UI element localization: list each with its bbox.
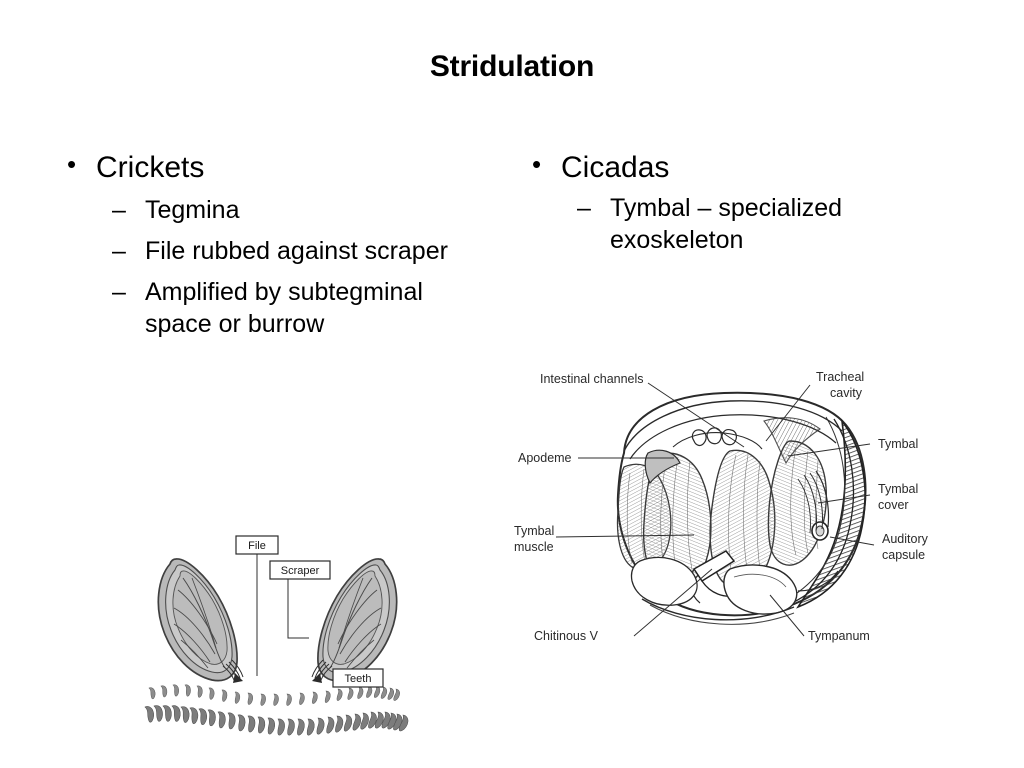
label-intestinal-channels: Intestinal channels: [540, 372, 644, 386]
label-tymbal-cover-line1: Tymbal: [878, 482, 918, 496]
teeth-label-text: Teeth: [345, 673, 372, 685]
teeth-lower-row-icon: [144, 703, 411, 737]
dash-icon: –: [112, 278, 126, 307]
bullet-cicadas: • Cicadas: [520, 149, 940, 185]
auditory-capsule-icon: [811, 521, 829, 541]
teeth-callout-label: Teeth: [332, 668, 384, 688]
cicada-tymbal-diagram: Intestinal channels Tracheal cavity Apod…: [498, 355, 1003, 655]
label-tymbal-muscle-line2: muscle: [514, 540, 554, 554]
bullet-dot-icon: •: [532, 149, 542, 179]
label-tymbal-cover-line2: cover: [878, 498, 909, 512]
label-auditory-capsule-line1: Auditory: [882, 532, 929, 546]
label-tracheal-cavity-line1: Tracheal: [816, 370, 864, 384]
dash-icon: –: [112, 196, 126, 225]
content-column-crickets: • Crickets – Tegmina – File rubbed again…: [55, 149, 485, 340]
scraper-callout-label: Scraper: [269, 560, 331, 580]
file-callout-label: File: [235, 535, 279, 555]
scraper-label-text: Scraper: [281, 565, 320, 577]
subbullet-amplified: – Amplified by subtegminal space or burr…: [55, 276, 485, 340]
content-column-cicadas: • Cicadas – Tymbal – specialized exoskel…: [520, 149, 940, 256]
subbullet-tegmina-label: Tegmina: [145, 196, 240, 225]
label-tympanum: Tympanum: [808, 629, 870, 643]
leader-lines: [555, 382, 875, 637]
label-chitinous-v: Chitinous V: [534, 629, 599, 643]
subbullet-tymbal: – Tymbal – specialized exoskeleton: [520, 192, 940, 256]
label-auditory-capsule-line2: capsule: [882, 548, 925, 562]
cricket-tegmina-diagram: File Scraper: [137, 520, 425, 752]
subbullet-file-scraper: – File rubbed against scraper: [55, 235, 485, 267]
label-tymbal-muscle-line1: Tymbal: [514, 524, 554, 538]
page-title: Stridulation: [429, 50, 595, 83]
bullet-dot-icon: •: [67, 149, 77, 179]
subbullet-tegmina: – Tegmina: [55, 194, 485, 226]
bullet-crickets: • Crickets: [55, 149, 485, 185]
right-tegmen-icon: [311, 558, 398, 683]
label-tymbal: Tymbal: [878, 437, 918, 451]
file-label-text: File: [248, 540, 266, 552]
tymbal-icon: [797, 470, 830, 534]
subbullet-amplified-label: Amplified by subtegminal space or burrow: [145, 278, 423, 339]
intestinal-channel-lobes-icon: [672, 427, 763, 450]
abdomen-cross-section-icon: [616, 391, 867, 625]
left-tegmen-icon: [157, 558, 244, 683]
label-apodeme: Apodeme: [518, 451, 572, 465]
dash-icon: –: [112, 237, 126, 266]
bullet-cicadas-label: Cicadas: [561, 151, 670, 184]
bullet-crickets-label: Crickets: [96, 151, 205, 184]
label-tracheal-cavity-line2: cavity: [830, 386, 863, 400]
subbullet-file-scraper-label: File rubbed against scraper: [145, 237, 448, 266]
subbullet-tymbal-label: Tymbal – specialized exoskeleton: [610, 194, 843, 255]
dash-icon: –: [577, 194, 591, 223]
